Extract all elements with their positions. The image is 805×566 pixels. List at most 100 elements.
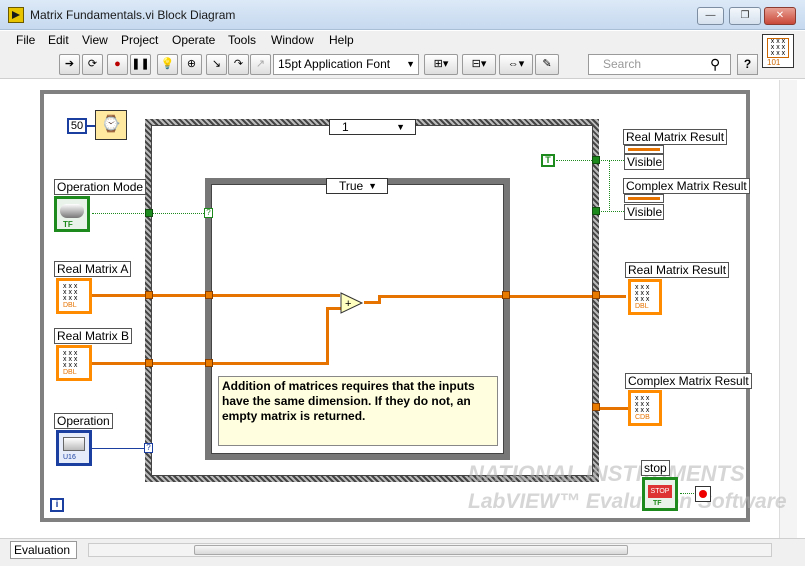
stop-terminal[interactable]: STOP TF xyxy=(642,477,678,511)
outer-case-selector-value: 1 xyxy=(342,120,349,134)
search-icon[interactable]: ⚲ xyxy=(710,56,721,72)
menu-help[interactable]: Help xyxy=(329,33,354,47)
labview-app-icon xyxy=(8,7,24,23)
operation-mode-label: Operation Mode xyxy=(54,179,147,195)
iteration-terminal: i xyxy=(50,498,64,512)
add-function-icon[interactable]: + xyxy=(340,292,364,314)
operation-mode-terminal[interactable]: TF xyxy=(54,196,90,232)
step-over-icon[interactable]: ↷ xyxy=(228,54,249,75)
wire-real-b-in xyxy=(326,307,342,310)
tunnel-a-outer xyxy=(145,291,153,299)
search-input[interactable]: Search xyxy=(588,54,731,75)
operation-terminal[interactable]: U16 xyxy=(56,430,92,466)
step-out-icon[interactable]: ↗ xyxy=(250,54,271,75)
tunnel-sum-inner xyxy=(502,291,510,299)
menu-window[interactable]: Window xyxy=(271,33,314,47)
chevron-down-icon: ▼ xyxy=(368,181,377,191)
property-node-real-icon xyxy=(624,145,664,154)
wait-ms-constant[interactable]: 50 xyxy=(67,118,87,134)
pause-icon[interactable]: ❚❚ xyxy=(130,54,151,75)
property-visible-complex[interactable]: Visible xyxy=(624,204,664,220)
menu-file[interactable]: File xyxy=(16,33,36,47)
close-button[interactable]: ✕ xyxy=(764,7,796,25)
chevron-down-icon: ▼ xyxy=(396,122,405,132)
horizontal-scrollbar[interactable] xyxy=(88,543,772,557)
type-dbl: DBL xyxy=(63,302,77,309)
font-selector[interactable]: 15pt Application Font ▼ xyxy=(273,54,419,75)
diagram-comment[interactable]: Addition of matrices requires that the i… xyxy=(218,376,498,446)
run-arrow-icon[interactable]: ➔ xyxy=(59,54,80,75)
scrollbar-thumb[interactable] xyxy=(194,545,628,555)
tunnel-b-outer xyxy=(145,359,153,367)
wire-true-1 xyxy=(556,160,624,161)
status-bar: Evaluation xyxy=(0,538,805,566)
maximize-button[interactable]: ❐ xyxy=(729,7,761,25)
type-dbl: DBL xyxy=(635,303,649,310)
wait-timer-icon[interactable]: ⌚ xyxy=(95,110,127,140)
abort-icon[interactable]: ● xyxy=(107,54,128,75)
highlight-execution-icon[interactable]: 💡 xyxy=(157,54,178,75)
stop-label: stop xyxy=(641,460,670,476)
menu-bar: File Edit View Project Operate Tools Win… xyxy=(0,31,805,51)
property-node-complex-icon xyxy=(624,194,664,203)
toggle-switch-icon xyxy=(60,204,84,218)
clean-up-diagram-icon[interactable]: ✎ xyxy=(535,54,559,75)
inner-case-selector-value: True xyxy=(339,179,364,193)
wire-complex-out xyxy=(600,407,628,410)
real-matrix-b-label: Real Matrix B xyxy=(54,328,133,344)
vi-icon-label: 101 xyxy=(767,58,781,67)
property-visible-real[interactable]: Visible xyxy=(624,154,664,170)
type-tf: TF xyxy=(63,220,73,229)
type-cdb: CDB xyxy=(635,414,650,421)
true-constant[interactable]: T xyxy=(541,154,555,167)
operation-label: Operation xyxy=(54,413,113,429)
font-selector-value: 15pt Application Font xyxy=(278,57,391,71)
wire-stop xyxy=(680,493,696,494)
toolbar: ➔ ⟳ ● ❚❚ 💡 ⊕ ↘ ↷ ↗ 15pt Application Font… xyxy=(0,51,805,79)
distribute-objects-icon[interactable]: ⊟▾ xyxy=(462,54,496,75)
wire-operation xyxy=(92,448,146,449)
minimize-button[interactable]: — xyxy=(697,7,724,25)
vertical-scrollbar[interactable] xyxy=(779,80,797,538)
align-objects-icon[interactable]: ⊞▾ xyxy=(424,54,458,75)
complex-result-label: Complex Matrix Result xyxy=(625,373,752,389)
type-u16: U16 xyxy=(63,454,76,461)
outer-case-selector-terminal: ? xyxy=(144,443,153,453)
run-continuously-icon[interactable]: ⟳ xyxy=(82,54,103,75)
menu-operate[interactable]: Operate xyxy=(172,33,216,47)
outer-case-selector[interactable]: 1 ▼ xyxy=(329,119,416,135)
inner-case-selector[interactable]: True ▼ xyxy=(326,178,388,194)
stop-button: STOP xyxy=(648,485,672,498)
wire-sum-a xyxy=(364,301,380,304)
enum-ring-icon xyxy=(63,437,85,451)
tunnel-true-1 xyxy=(592,156,600,164)
watermark-brand: NATIONAL INSTRUMENTS xyxy=(468,461,745,486)
case-selector-terminal: ? xyxy=(204,208,213,218)
ni-watermark: NATIONAL INSTRUMENTS LabVIEW™ Evaluation… xyxy=(468,460,787,516)
menu-tools[interactable]: Tools xyxy=(228,33,257,47)
loop-condition-terminal[interactable] xyxy=(695,486,711,502)
menu-project[interactable]: Project xyxy=(121,33,159,47)
stop-condition-icon xyxy=(699,490,707,498)
wire-real-a xyxy=(92,294,340,297)
tunnel-true-2 xyxy=(592,207,600,215)
evaluation-tab[interactable]: Evaluation xyxy=(10,541,77,559)
menu-view[interactable]: View xyxy=(82,33,108,47)
add-symbol: + xyxy=(345,298,351,310)
tunnel-a-inner xyxy=(205,291,213,299)
type-dbl: DBL xyxy=(63,369,77,376)
context-help-button[interactable]: ? xyxy=(737,54,758,75)
window-title: Matrix Fundamentals.vi Block Diagram xyxy=(30,8,236,22)
menu-edit[interactable]: Edit xyxy=(48,33,69,47)
step-into-icon[interactable]: ↘ xyxy=(206,54,227,75)
resize-objects-icon[interactable]: ⇔▾ xyxy=(499,54,533,75)
retain-wire-values-icon[interactable]: ⊕ xyxy=(181,54,202,75)
